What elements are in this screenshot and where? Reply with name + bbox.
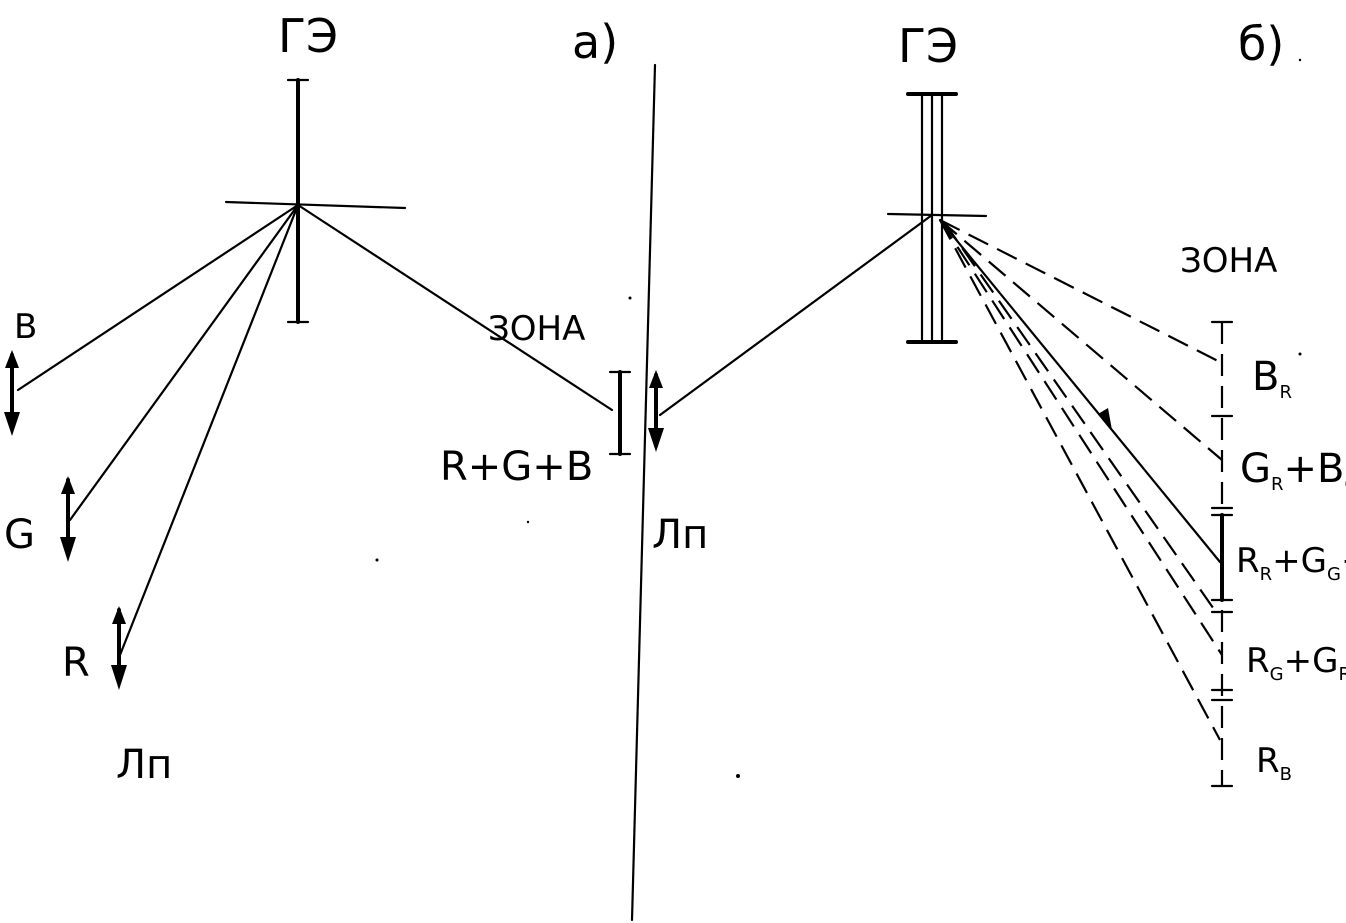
- panel-b-ray-main: [938, 218, 1222, 564]
- panel-b-zone-2: GR+BG: [1240, 446, 1346, 495]
- panel-b-zone-1: BR: [1252, 354, 1292, 403]
- panel-b-ray-dashed-4: [939, 219, 1221, 741]
- panel-a: а) ГЭ B G R Лп: [4, 9, 708, 788]
- panel-b-zone-3: RR+GG+BB: [1236, 541, 1346, 585]
- panel-divider: [630, 63, 657, 922]
- panel-a-element-label: ГЭ: [278, 9, 338, 63]
- panel-a-sum-label: R+G+B: [440, 444, 593, 490]
- panel-a-arrow-r: [111, 606, 127, 690]
- panel-a-ray-b: [16, 203, 300, 392]
- panel-a-color-r: R: [62, 640, 90, 686]
- panel-b-ray-dashed-1: [939, 219, 1221, 363]
- panel-b-ray-in: [658, 213, 934, 417]
- panel-b-tag: б): [1238, 17, 1284, 71]
- zone-4-main2: G: [1312, 641, 1338, 681]
- panel-a-arrow-right: [648, 370, 664, 452]
- panel-a-ray-g: [68, 203, 300, 522]
- panel-a-color-g: G: [4, 512, 35, 558]
- zone-2-main: G: [1240, 446, 1271, 492]
- panel-a-arrow-g: [60, 476, 76, 562]
- panel-b-ray-dashed-2: [939, 219, 1223, 461]
- zone-3-main2: G: [1301, 541, 1327, 581]
- panel-b-ray-dashed-5: [943, 221, 1219, 616]
- zone-4-main: R: [1246, 641, 1270, 681]
- zone-4-sub: G: [1270, 664, 1284, 685]
- panel-a-ray-r: [118, 203, 300, 657]
- zone-2-sub: R: [1271, 474, 1284, 495]
- panel-b-zone-4: RG+GR: [1246, 641, 1346, 685]
- zone-2-main2: B: [1317, 446, 1344, 492]
- panel-a-ray-zone: [296, 203, 614, 412]
- zone-3-plus: +: [1272, 541, 1301, 581]
- zone-2-sub2: G: [1344, 474, 1346, 495]
- panel-b-ray-arrowhead: [1098, 408, 1112, 430]
- panel-a-arrow-b: [4, 350, 20, 436]
- panel-b: б) ГЭ ЗОНА: [658, 17, 1346, 788]
- panel-b-zone-bar: [1210, 320, 1234, 788]
- zone-4-sub2: R: [1338, 664, 1346, 685]
- zone-1-main: B: [1252, 354, 1279, 400]
- zone-5-main: R: [1256, 741, 1280, 781]
- panel-b-zone-label: ЗОНА: [1180, 241, 1277, 281]
- panel-a-axis: [224, 200, 407, 210]
- scan-noise: [375, 58, 1302, 778]
- panel-b-grating-element: [906, 92, 958, 344]
- panel-a-lens-label-left: Лп: [116, 742, 172, 788]
- zone-5-sub: B: [1280, 764, 1292, 785]
- panel-b-axis: [886, 212, 988, 218]
- panel-a-lens-label-right: Лп: [652, 512, 708, 558]
- panel-a-color-b: B: [14, 307, 37, 347]
- panel-a-zone-label: ЗОНА: [488, 309, 585, 349]
- zone-3-main: R: [1236, 541, 1260, 581]
- panel-b-zone-5: RB: [1256, 741, 1292, 785]
- panel-a-tag: а): [572, 15, 618, 69]
- zone-3-sub: R: [1260, 564, 1273, 585]
- zone-4-plus: +: [1284, 641, 1313, 681]
- zone-3-plus2: +: [1341, 541, 1346, 581]
- zone-1-sub: R: [1279, 382, 1292, 403]
- zone-3-sub2: G: [1327, 564, 1341, 585]
- zone-2-plus: +: [1284, 446, 1318, 492]
- panel-b-element-label: ГЭ: [898, 19, 958, 73]
- panel-b-ray-dashed-3: [939, 219, 1223, 656]
